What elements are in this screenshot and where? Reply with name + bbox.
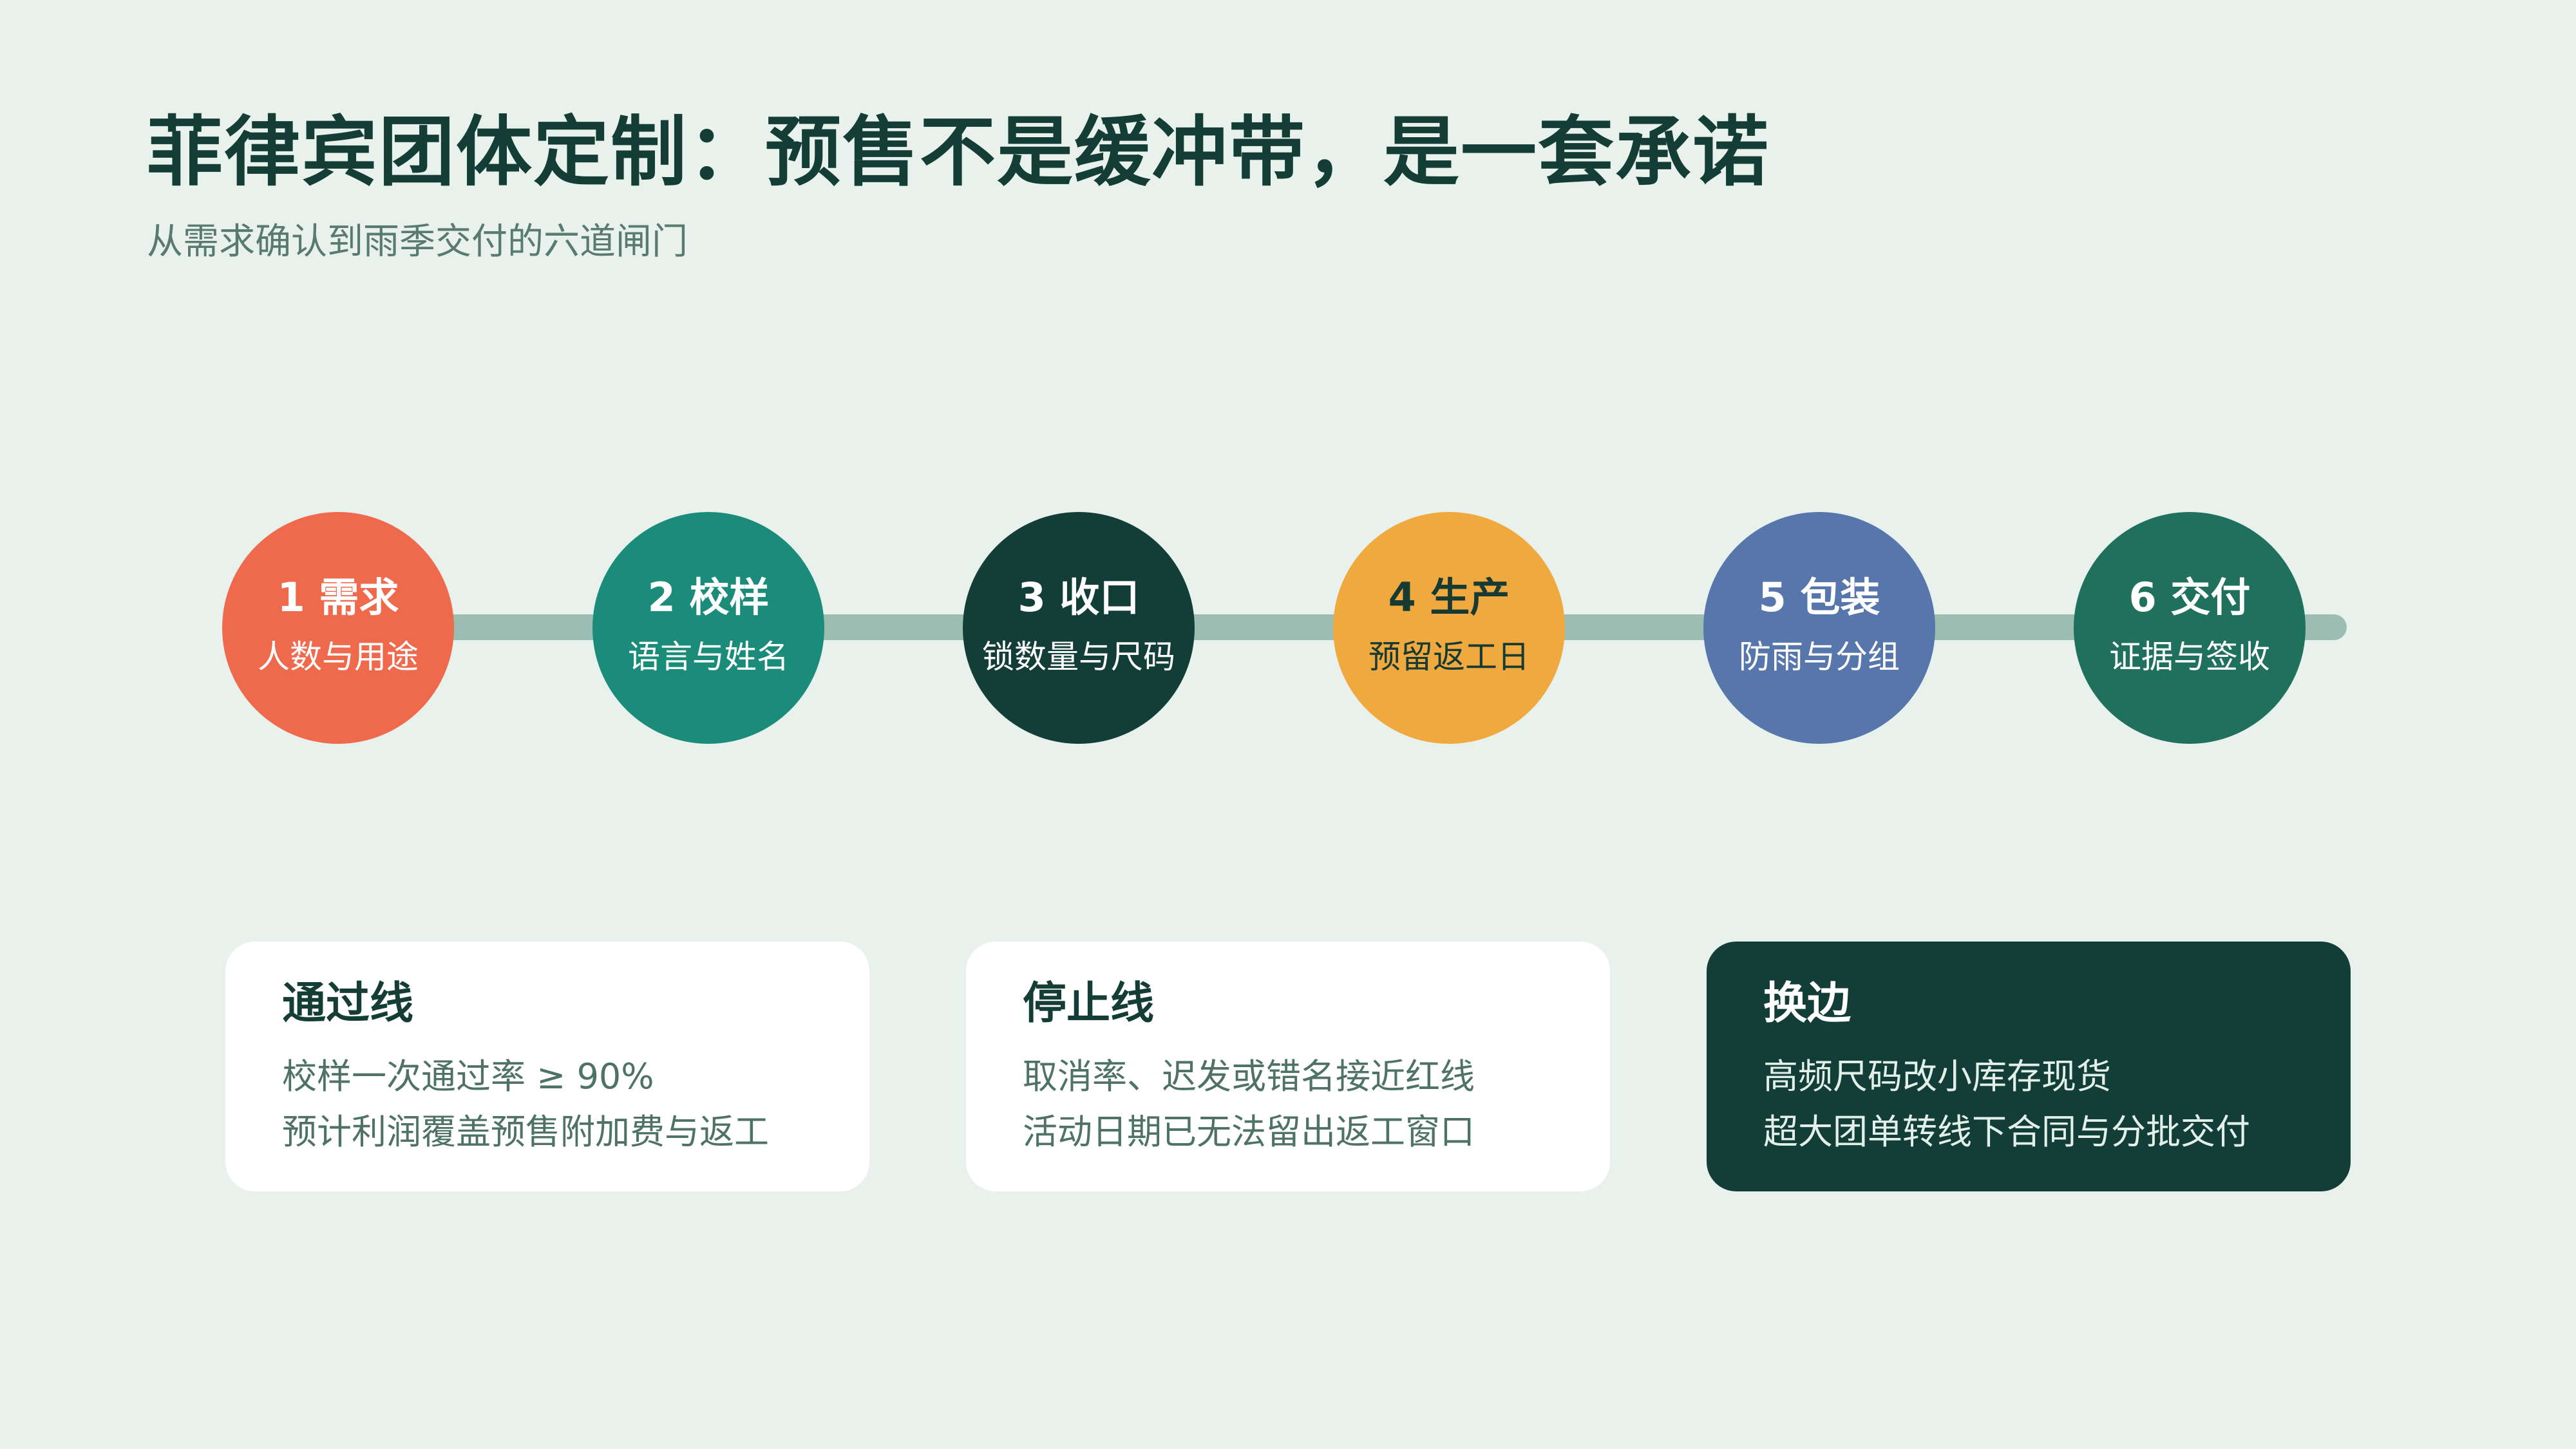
- card-stop-line: 停止线 取消率、迟发或错名接近红线 活动日期已无法留出返工窗口: [966, 942, 1610, 1191]
- step-6-delivery: 6 交付 证据与签收: [2074, 512, 2306, 744]
- card-line: 高频尺码改小库存现货: [1763, 1056, 2111, 1097]
- step-subtitle: 证据与签收: [2109, 638, 2270, 676]
- page-subtitle: 从需求确认到雨季交付的六道闸门: [147, 221, 688, 263]
- step-5-packaging: 5 包装 防雨与分组: [1703, 512, 1935, 744]
- step-title: 6 交付: [2128, 574, 2251, 621]
- step-title: 4 生产: [1388, 574, 1510, 621]
- step-4-production: 4 生产 预留返工日: [1333, 512, 1565, 744]
- step-title: 5 包装: [1758, 574, 1880, 621]
- card-title: 停止线: [1023, 978, 1155, 1029]
- card-line: 预计利润覆盖预售附加费与返工: [282, 1112, 769, 1153]
- step-subtitle: 防雨与分组: [1739, 638, 1900, 676]
- step-3-close: 3 收口 锁数量与尺码: [963, 512, 1195, 744]
- step-2-proof: 2 校样 语言与姓名: [592, 512, 824, 744]
- step-title: 1 需求: [277, 574, 399, 621]
- step-subtitle: 锁数量与尺码: [982, 638, 1175, 676]
- step-1-need: 1 需求 人数与用途: [222, 512, 454, 744]
- card-title: 通过线: [282, 978, 414, 1029]
- page-title: 菲律宾团体定制：预售不是缓冲带，是一套承诺: [147, 108, 1770, 196]
- step-title: 3 收口: [1018, 574, 1140, 621]
- step-subtitle: 语言与姓名: [628, 638, 789, 676]
- card-line: 活动日期已无法留出返工窗口: [1023, 1112, 1475, 1153]
- step-title: 2 校样: [647, 574, 770, 621]
- step-subtitle: 人数与用途: [258, 638, 419, 676]
- card-line: 校样一次通过率 ≥ 90%: [282, 1056, 654, 1097]
- card-title: 换边: [1763, 978, 1852, 1029]
- card-pass-line: 通过线 校样一次通过率 ≥ 90% 预计利润覆盖预售附加费与返工: [225, 942, 869, 1191]
- card-line: 超大团单转线下合同与分批交付: [1763, 1112, 2250, 1153]
- step-subtitle: 预留返工日: [1368, 638, 1530, 676]
- card-switch-side: 换边 高频尺码改小库存现货 超大团单转线下合同与分批交付: [1707, 942, 2351, 1191]
- card-line: 取消率、迟发或错名接近红线: [1023, 1056, 1475, 1097]
